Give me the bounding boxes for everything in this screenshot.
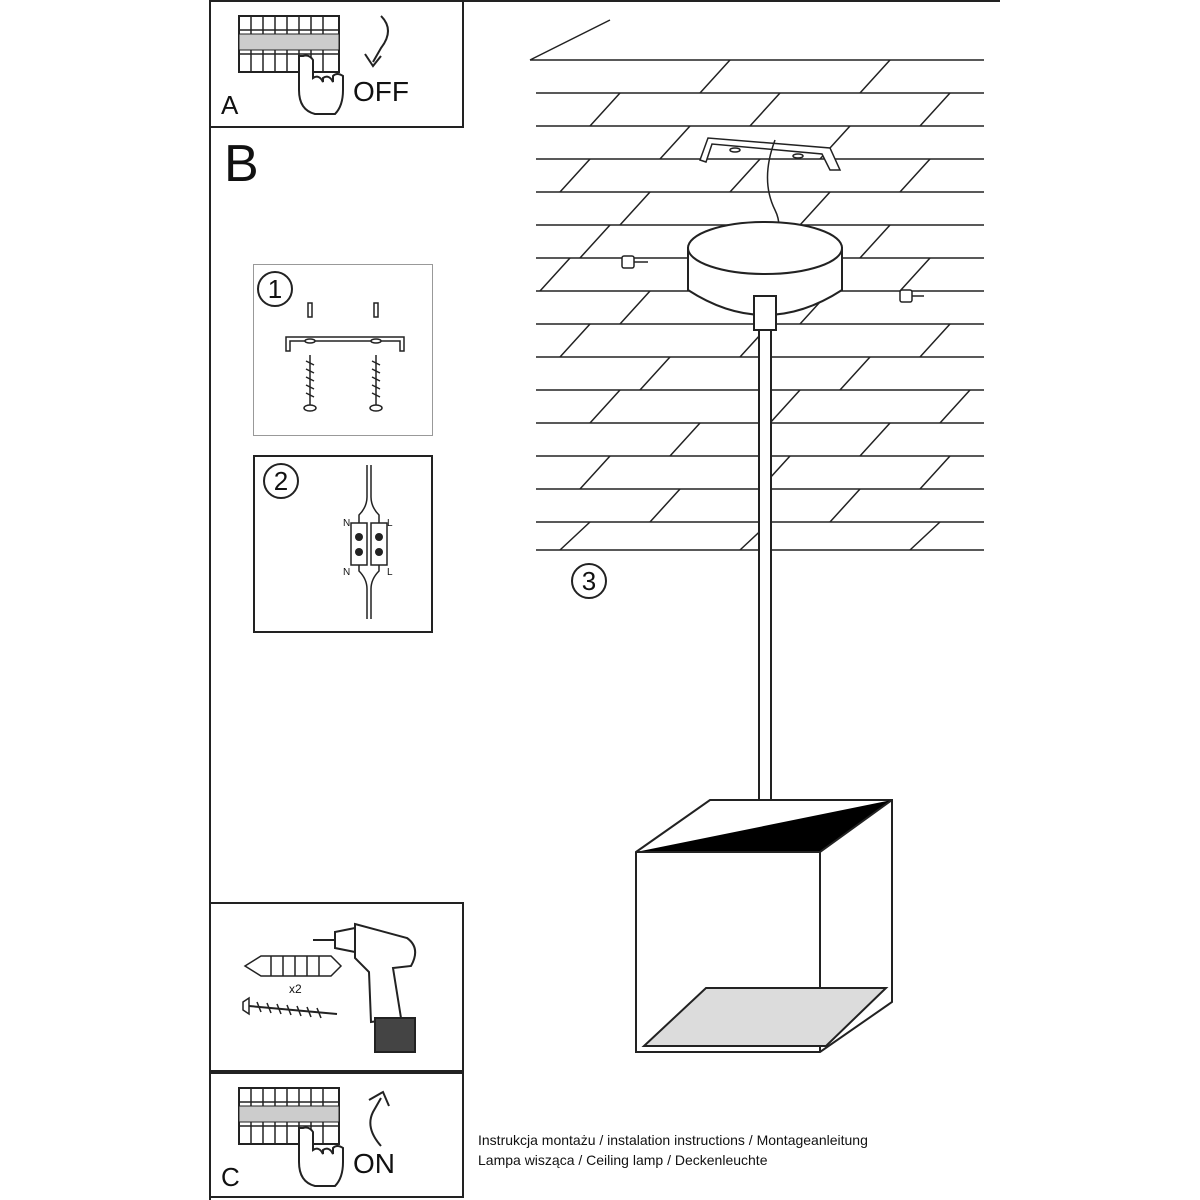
top-margin-line <box>209 0 1000 2</box>
section-a-letter: A <box>221 90 239 120</box>
power-off-label: OFF <box>353 76 409 107</box>
mounting-bracket-icon <box>285 302 405 412</box>
left-margin-line <box>209 0 211 1200</box>
live-top-label: L <box>387 518 393 529</box>
pendant-rod <box>758 329 772 801</box>
section-a-panel: A OFF <box>209 0 464 128</box>
step2-panel: 2 N L N L <box>253 455 433 633</box>
screw-icon <box>242 996 338 1019</box>
arrow-up-icon <box>368 1090 390 1147</box>
step1-panel: 1 <box>253 264 433 436</box>
section-c-letter: C <box>221 1162 240 1192</box>
anchor-count-label: x2 <box>289 982 302 996</box>
cube-lamp-shade <box>635 799 893 1053</box>
step3-number: 3 <box>571 563 607 599</box>
section-b-letter: B <box>224 135 259 193</box>
step2-number: 2 <box>263 463 299 499</box>
ceiling-bracket <box>699 137 842 171</box>
step1-number: 1 <box>257 271 293 307</box>
terminal-block-icon <box>350 465 388 619</box>
footer-product-line: Lampa wisząca / Ceiling lamp / Deckenleu… <box>478 1152 768 1168</box>
ceiling-canopy <box>687 221 843 331</box>
power-on-label: ON <box>353 1148 395 1179</box>
neutral-bottom-label: N <box>343 567 351 578</box>
wall-anchor-icon <box>243 955 343 977</box>
arrow-down-icon <box>364 15 389 68</box>
neutral-top-label: N <box>343 518 351 529</box>
section-c-panel: C ON <box>209 1072 464 1198</box>
tools-panel: x2 <box>209 902 464 1072</box>
circuit-breaker-off-icon <box>238 15 344 115</box>
ceiling-lamp-illustration <box>529 19 984 1053</box>
circuit-breaker-on-icon <box>238 1087 344 1187</box>
canopy-screws <box>621 255 924 303</box>
power-drill-icon <box>313 922 417 1053</box>
footer-instructions-line: Instrukcja montażu / instalation instruc… <box>478 1132 868 1148</box>
live-bottom-label: L <box>387 567 393 578</box>
